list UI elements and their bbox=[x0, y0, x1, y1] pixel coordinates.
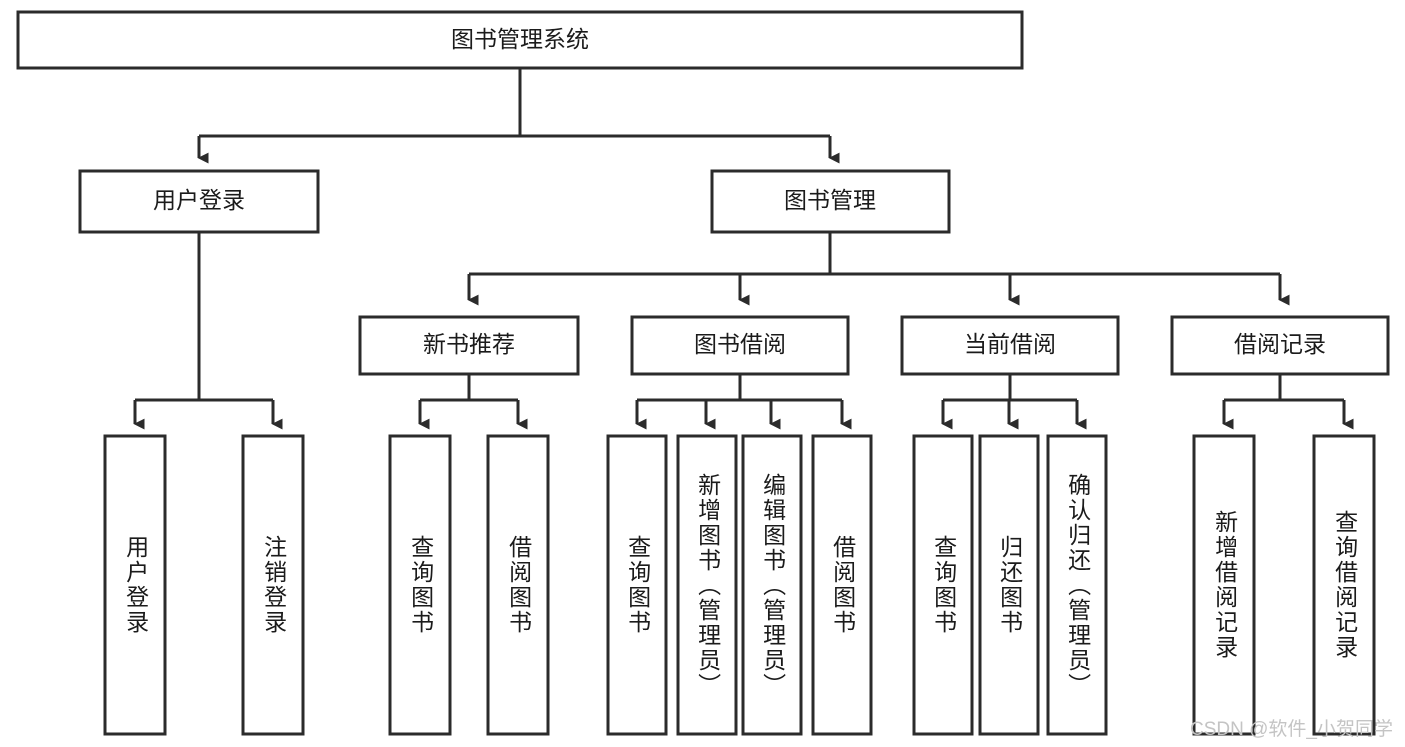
leaf-node[interactable]: 编辑图书（管理员） bbox=[741, 434, 803, 736]
leaf-current-query-fo: 查询图书 bbox=[930, 535, 957, 635]
node-new-book-recommend-label: 新书推荐 bbox=[423, 331, 515, 357]
leaf-user-login-box[interactable] bbox=[103, 434, 167, 736]
leaf-label: 确认归还（管理员） bbox=[1064, 472, 1091, 698]
leaf-new-book-query-box[interactable] bbox=[388, 434, 452, 736]
edges-layer bbox=[133, 68, 1354, 430]
node-borrow-record-box[interactable] bbox=[1170, 315, 1390, 376]
leaf-node[interactable]: 查询图书 bbox=[388, 434, 452, 736]
leaf-node[interactable]: 查询图书 bbox=[912, 434, 974, 736]
leaf-new-book-borrow-fo: 借阅图书 bbox=[505, 535, 532, 635]
leaf-edit-book-fo: 编辑图书（管理员） bbox=[759, 472, 786, 698]
leaf-return-book-box[interactable] bbox=[978, 434, 1040, 736]
node-book-manage-label: 图书管理 bbox=[784, 187, 876, 213]
leaf-confirm-return-box[interactable] bbox=[1046, 434, 1108, 736]
leaf-borrow-book-box[interactable] bbox=[811, 434, 873, 736]
node-book-borrow[interactable]: 图书借阅 bbox=[630, 315, 850, 376]
node-user-login[interactable]: 用户登录 bbox=[78, 169, 320, 234]
leaf-label: 查询图书 bbox=[930, 535, 957, 635]
leaf-add-record-box[interactable] bbox=[1192, 434, 1256, 736]
leaf-label: 查询图书 bbox=[624, 535, 651, 635]
leaf-borrow-query-box[interactable] bbox=[606, 434, 668, 736]
leaf-node[interactable]: 新增借阅记录 bbox=[1192, 434, 1256, 736]
leaf-query-record-box[interactable] bbox=[1312, 434, 1376, 736]
leaf-logout-box[interactable] bbox=[241, 434, 305, 736]
leaf-label: 借阅图书 bbox=[505, 535, 532, 635]
node-new-book-recommend[interactable]: 新书推荐 bbox=[358, 315, 580, 376]
csdn-watermark: CSDN @软件_小贺同学 bbox=[1190, 719, 1393, 740]
leaf-borrow-query-fo: 查询图书 bbox=[624, 535, 651, 635]
leaf-add-book-box[interactable] bbox=[676, 434, 738, 736]
node-book-borrow-label: 图书借阅 bbox=[694, 331, 786, 357]
node-borrow-record[interactable]: 借阅记录 bbox=[1170, 315, 1390, 376]
leaf-node[interactable]: 借阅图书 bbox=[486, 434, 550, 736]
leaf-confirm-return-fo: 确认归还（管理员） bbox=[1064, 472, 1091, 698]
leaf-label: 新增图书（管理员） bbox=[694, 472, 721, 698]
leaf-logout-fo: 注销登录 bbox=[260, 535, 287, 635]
node-book-manage[interactable]: 图书管理 bbox=[710, 169, 951, 234]
node-user-login-box[interactable] bbox=[78, 169, 320, 234]
node-user-login-label: 用户登录 bbox=[153, 187, 245, 213]
node-book-borrow-box[interactable] bbox=[630, 315, 850, 376]
leaf-label: 查询借阅记录 bbox=[1331, 510, 1358, 660]
leaf-node[interactable]: 注销登录 bbox=[241, 434, 305, 736]
node-current-borrow-label: 当前借阅 bbox=[964, 331, 1056, 357]
leaf-label: 编辑图书（管理员） bbox=[759, 472, 786, 698]
leaf-label: 借阅图书 bbox=[829, 535, 856, 635]
node-new-book-recommend-box[interactable] bbox=[358, 315, 580, 376]
leaf-node[interactable]: 查询图书 bbox=[606, 434, 668, 736]
leaf-edit-book-box[interactable] bbox=[741, 434, 803, 736]
leaf-node[interactable]: 借阅图书 bbox=[811, 434, 873, 736]
leaf-current-query-box[interactable] bbox=[912, 434, 974, 736]
leaf-label: 用户登录 bbox=[122, 535, 149, 635]
leaf-node[interactable]: 确认归还（管理员） bbox=[1046, 434, 1108, 736]
leaf-add-book-fo: 新增图书（管理员） bbox=[694, 472, 721, 698]
node-root[interactable]: 图书管理系统 bbox=[16, 10, 1024, 70]
leaf-user-login-fo: 用户登录 bbox=[122, 535, 149, 635]
leaf-node[interactable]: 新增图书（管理员） bbox=[676, 434, 738, 736]
leaf-new-book-borrow-box[interactable] bbox=[486, 434, 550, 736]
leaf-label: 新增借阅记录 bbox=[1211, 510, 1238, 660]
node-borrow-record-label: 借阅记录 bbox=[1234, 331, 1326, 357]
node-root-box[interactable] bbox=[16, 10, 1024, 70]
leaf-new-book-query-fo: 查询图书 bbox=[407, 535, 434, 635]
leaf-label: 查询图书 bbox=[407, 535, 434, 635]
leaf-node[interactable]: 用户登录 bbox=[103, 434, 167, 736]
leaf-return-book-fo: 归还图书 bbox=[996, 535, 1023, 635]
leaf-label: 注销登录 bbox=[260, 535, 287, 635]
leaf-node[interactable]: 归还图书 bbox=[978, 434, 1040, 736]
leaf-node[interactable]: 查询借阅记录 bbox=[1312, 434, 1376, 736]
leaf-borrow-book-fo: 借阅图书 bbox=[829, 535, 856, 635]
leaf-label: 归还图书 bbox=[996, 535, 1023, 635]
node-current-borrow-box[interactable] bbox=[900, 315, 1120, 376]
node-book-manage-box[interactable] bbox=[710, 169, 951, 234]
node-root-label: 图书管理系统 bbox=[451, 26, 589, 52]
nodes-layer: 图书管理系统 用户登录 图书管理 新书推荐 图书借阅 当前借阅 借阅记录 bbox=[16, 10, 1390, 736]
leaf-add-record-fo: 新增借阅记录 bbox=[1211, 510, 1238, 660]
node-current-borrow[interactable]: 当前借阅 bbox=[900, 315, 1120, 376]
leaf-query-record-fo: 查询借阅记录 bbox=[1331, 510, 1358, 660]
